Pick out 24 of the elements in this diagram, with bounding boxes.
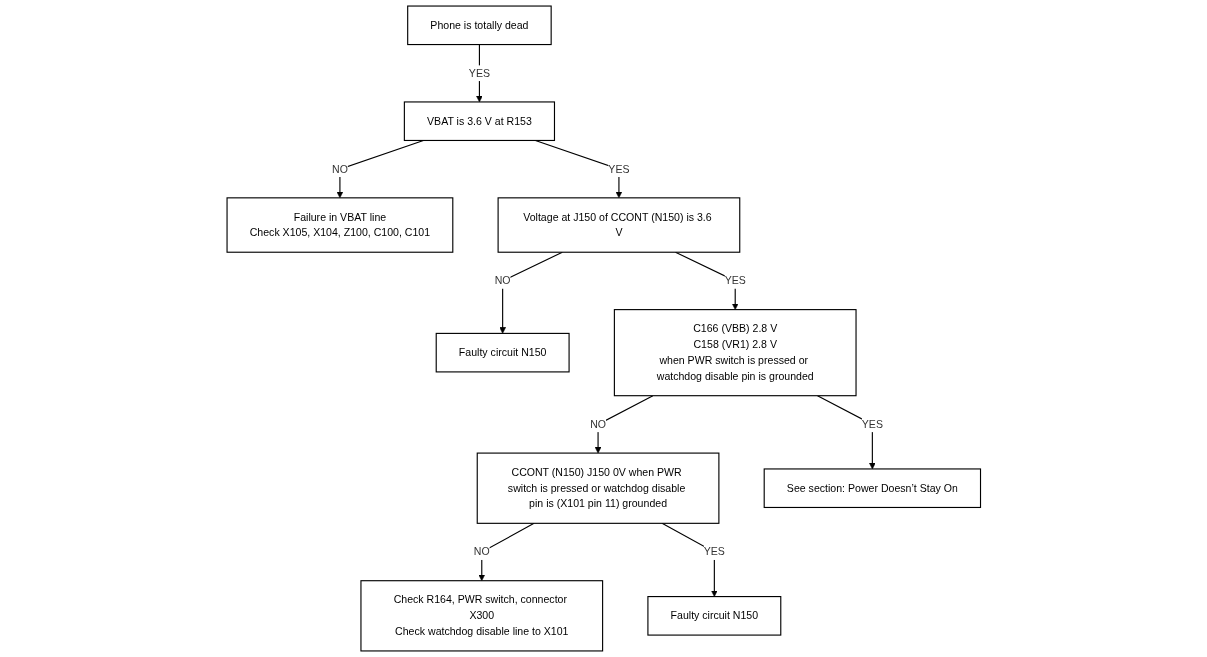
node-box: Check R164, PWR switch, connector X300 Check watchdog disable line to X101 xyxy=(360,580,603,652)
edge-label: NO xyxy=(589,417,606,431)
node-box: C166 (VBB) 2.8 V C158 (VR1) 2.8 V when PWR switch is pressed or watchdog disable pin is grounded xyxy=(613,309,857,397)
edge-label: YES xyxy=(861,417,883,431)
node-box: Faulty circuit N150 xyxy=(435,332,570,373)
arrow xyxy=(594,395,654,454)
node-box: Phone is totally dead xyxy=(406,5,552,46)
arrow xyxy=(336,139,424,199)
edge-label: NO xyxy=(494,274,511,287)
edge-label: NO xyxy=(331,162,348,175)
node-box: VBAT is 3.6 V at R153 xyxy=(403,101,555,142)
arrow xyxy=(475,44,483,103)
node-box: Failure in VBAT line Check X105, X104, Z100, C100, C101 xyxy=(226,197,454,253)
node-box: See section: Power Doesn’t Stay On xyxy=(763,468,981,509)
node-box: CCONT (N150) J150 0V when PWR switch is pressed or watchdog disable pin is (X101 pin 11) grounded xyxy=(476,452,720,524)
edge-label: NO xyxy=(473,545,490,558)
edge-label: YES xyxy=(703,545,725,558)
edge-label: YES xyxy=(608,162,630,175)
node-box: Voltage at J150 of CCONT (N150) is 3.6 V xyxy=(497,197,741,253)
edge-label: YES xyxy=(468,66,490,79)
node-box: Faulty circuit N150 xyxy=(647,596,782,636)
edge-label: YES xyxy=(724,274,746,287)
arrow xyxy=(478,522,535,581)
arrow xyxy=(499,251,563,334)
